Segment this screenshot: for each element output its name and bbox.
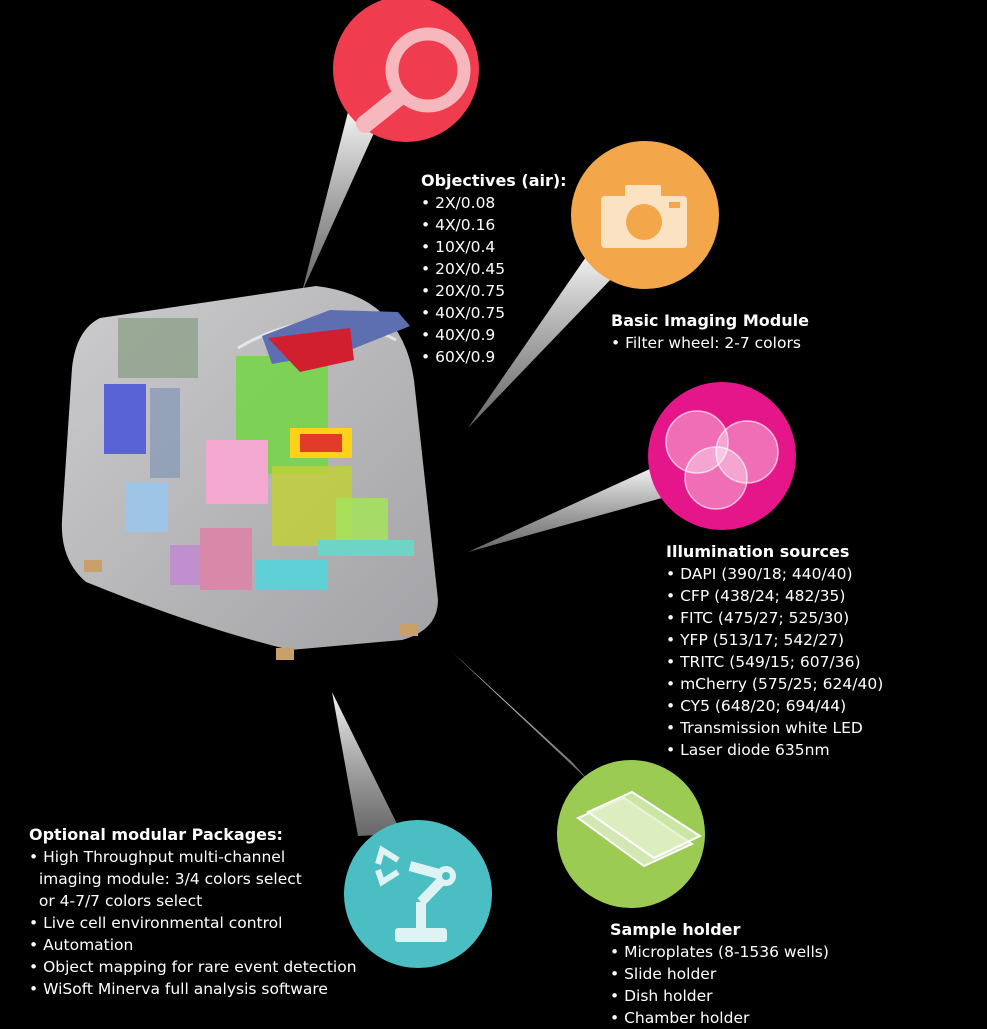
list-item: Object mapping for rare event detection <box>29 956 356 978</box>
list-item: DAPI (390/18; 440/40) <box>666 563 883 585</box>
list-item: 20X/0.45 <box>421 258 567 280</box>
imaging-block: Basic Imaging Module Filter wheel: 2-7 c… <box>611 310 809 354</box>
instrument-illustration <box>61 286 438 660</box>
imaging-list: Filter wheel: 2-7 colors <box>611 332 809 354</box>
robot-arm-icon <box>375 845 456 942</box>
list-item: 20X/0.75 <box>421 280 567 302</box>
objectives-beam <box>302 112 378 292</box>
illumination-circle <box>648 382 796 530</box>
list-item: WiSoft Minerva full analysis software <box>29 978 357 1000</box>
illumination-beam <box>468 468 662 552</box>
list-item: Dish holder <box>610 985 829 1007</box>
list-item: 10X/0.4 <box>421 236 567 258</box>
list-item: Filter wheel: 2-7 colors <box>611 332 809 354</box>
sample-list: Microplates (8-1536 wells) Slide holder … <box>610 941 829 1029</box>
list-item: Live cell environmental control <box>29 912 357 934</box>
objectives-circle <box>333 0 479 142</box>
objectives-block: Objectives (air): 2X/0.08 4X/0.16 10X/0.… <box>421 170 567 368</box>
sample-beam <box>452 652 590 782</box>
list-item: TRITC (549/15; 607/36) <box>666 651 883 673</box>
list-item: FITC (475/27; 525/30) <box>666 607 883 629</box>
list-item: Microplates (8-1536 wells) <box>610 941 829 963</box>
list-item: Transmission white LED <box>666 717 883 739</box>
list-item: 60X/0.9 <box>421 346 567 368</box>
list-item: 4X/0.16 <box>421 214 567 236</box>
list-item: CY5 (648/20; 694/44) <box>666 695 883 717</box>
objectives-title: Objectives (air): <box>421 171 567 190</box>
magnifier-icon <box>356 27 471 133</box>
optional-circle <box>344 820 492 968</box>
imaging-title: Basic Imaging Module <box>611 311 809 330</box>
list-item: 2X/0.08 <box>421 192 567 214</box>
list-item: 40X/0.75 <box>421 302 567 324</box>
illumination-title: Illumination sources <box>666 542 850 561</box>
list-item: Slide holder <box>610 963 829 985</box>
slides-icon <box>575 790 703 868</box>
list-item: YFP (513/17; 542/27) <box>666 629 883 651</box>
venn-icon <box>665 410 779 510</box>
camera-icon <box>601 185 687 248</box>
illumination-list: DAPI (390/18; 440/40) CFP (438/24; 482/3… <box>666 563 883 761</box>
list-item: High Throughput multi-channel <box>29 846 357 868</box>
optional-list: High Throughput multi-channel imaging mo… <box>29 846 357 1000</box>
list-item: 40X/0.9 <box>421 324 567 346</box>
optional-beam <box>332 692 402 836</box>
objectives-list: 2X/0.08 4X/0.16 10X/0.4 20X/0.45 20X/0.7… <box>421 192 567 368</box>
sample-title: Sample holder <box>610 920 741 939</box>
sample-block: Sample holder Microplates (8-1536 wells)… <box>610 919 829 1029</box>
list-item: Laser diode 635nm <box>666 739 883 761</box>
list-item: CFP (438/24; 482/35) <box>666 585 883 607</box>
list-item: or 4-7/7 colors select <box>38 892 203 910</box>
list-item: Chamber holder <box>610 1007 829 1029</box>
list-item: mCherry (575/25; 624/40) <box>666 673 883 695</box>
list-item: Automation <box>29 934 357 956</box>
optional-block: Optional modular Packages: High Throughp… <box>29 824 357 1000</box>
illumination-block: Illumination sources DAPI (390/18; 440/4… <box>666 541 883 761</box>
list-item: imaging module: 3/4 colors select <box>38 870 302 888</box>
optional-title: Optional modular Packages: <box>29 825 283 844</box>
